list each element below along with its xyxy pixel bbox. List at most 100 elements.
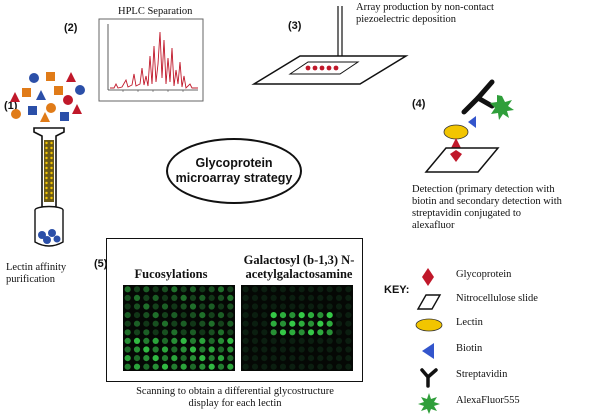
array-spot (298, 294, 305, 301)
array-spot (307, 294, 315, 301)
array-spot (345, 337, 352, 344)
array-spot (335, 286, 343, 293)
step-5-number: (5) (94, 258, 108, 270)
array-spot (307, 312, 315, 319)
array-spot (345, 346, 352, 353)
array-spot (227, 320, 234, 327)
hplc-chromatogram-illustration (98, 18, 204, 102)
step-2-number: (2) (64, 22, 78, 34)
array-spot (161, 303, 169, 310)
key-item-label: Biotin (456, 343, 483, 354)
array-spot (279, 355, 287, 362)
array-spot (208, 286, 215, 293)
array-spot (307, 346, 315, 353)
array-spot (242, 355, 249, 362)
array-spot (307, 320, 315, 327)
array-spot (251, 286, 259, 293)
array-spot (124, 329, 131, 336)
array-spot (251, 294, 259, 301)
array-spot (208, 320, 215, 327)
array-spot (251, 337, 259, 344)
key-item-biotin: Biotin (392, 340, 600, 362)
array-spot (227, 286, 234, 293)
array-spot (307, 329, 315, 336)
array-spot (180, 337, 187, 344)
key-label: KEY: (384, 284, 410, 296)
array-spot (217, 355, 225, 362)
array-spot (189, 286, 197, 293)
array-spot (261, 303, 268, 310)
array-spot (317, 294, 324, 301)
galactosyl-spot-grid (242, 286, 352, 370)
array-spot (289, 363, 296, 370)
array-spot (143, 303, 150, 310)
array-spot (298, 303, 305, 310)
array-spot (152, 312, 159, 319)
array-spot (317, 320, 324, 327)
array-spot (326, 355, 333, 362)
array-spot (227, 312, 234, 319)
array-spot (261, 320, 268, 327)
array-spot (171, 363, 178, 370)
array-spot (199, 355, 206, 362)
array-spot (317, 286, 324, 293)
step-2-caption: HPLC Separation (118, 6, 193, 17)
array-spot (298, 286, 305, 293)
step-1-caption: Lectin affinity purification (6, 262, 67, 285)
array-spot (261, 337, 268, 344)
blue-triangle-icon (422, 343, 434, 359)
array-spot (289, 337, 296, 344)
scan-results-frame: Fucosylations Galactosyl (b-1,3) N-acety… (106, 238, 363, 382)
glass-slide-icon (251, 55, 409, 85)
array-spot (133, 312, 141, 319)
array-spot (124, 294, 131, 301)
array-spot (208, 312, 215, 319)
step-3-caption: Array production by non-contact piezoele… (356, 2, 494, 25)
array-spot (279, 286, 287, 293)
array-spot (180, 355, 187, 362)
array-spot (289, 355, 296, 362)
array-printing-illustration (251, 6, 409, 85)
array-spot (326, 312, 333, 319)
array-spot (261, 294, 268, 301)
array-spot (335, 346, 343, 353)
array-spot (251, 303, 259, 310)
fucosylation-spot-grid (124, 286, 234, 370)
collection-beaker-icon (34, 205, 64, 247)
nitrocellulose-slide-icon (424, 147, 500, 173)
array-spot (171, 346, 178, 353)
step-3-number: (3) (288, 20, 302, 32)
array-spot (227, 355, 234, 362)
array-spot (270, 312, 277, 319)
step-4-caption: Detection (primary detection with biotin… (412, 184, 562, 231)
yellow-ellipse-icon (415, 318, 443, 332)
array-spot (335, 363, 343, 370)
center-strategy-ellipse: Glycoprotein microarray strategy (166, 138, 302, 204)
array-spot (124, 337, 131, 344)
array-spot (208, 337, 215, 344)
array-spot (171, 337, 178, 344)
array-spot (171, 294, 178, 301)
array-spot (251, 312, 259, 319)
array-spot (289, 303, 296, 310)
array-spot (133, 294, 141, 301)
array-spot (171, 286, 178, 293)
array-spot (180, 346, 187, 353)
array-spot (251, 346, 259, 353)
fucosylation-panel-title: Fucosylations (134, 267, 208, 281)
array-spot (227, 329, 234, 336)
array-spot (270, 363, 277, 370)
array-spot (161, 286, 169, 293)
array-spot (180, 320, 187, 327)
array-spot (298, 337, 305, 344)
array-spot (199, 312, 206, 319)
array-spot (261, 346, 268, 353)
detection-assembly-illustration (424, 79, 514, 173)
array-spot (345, 320, 352, 327)
array-spot (345, 355, 352, 362)
array-spot (335, 303, 343, 310)
array-spot (189, 312, 197, 319)
array-spot (289, 312, 296, 319)
array-spot (317, 346, 324, 353)
red-diamond-icon (422, 268, 434, 286)
